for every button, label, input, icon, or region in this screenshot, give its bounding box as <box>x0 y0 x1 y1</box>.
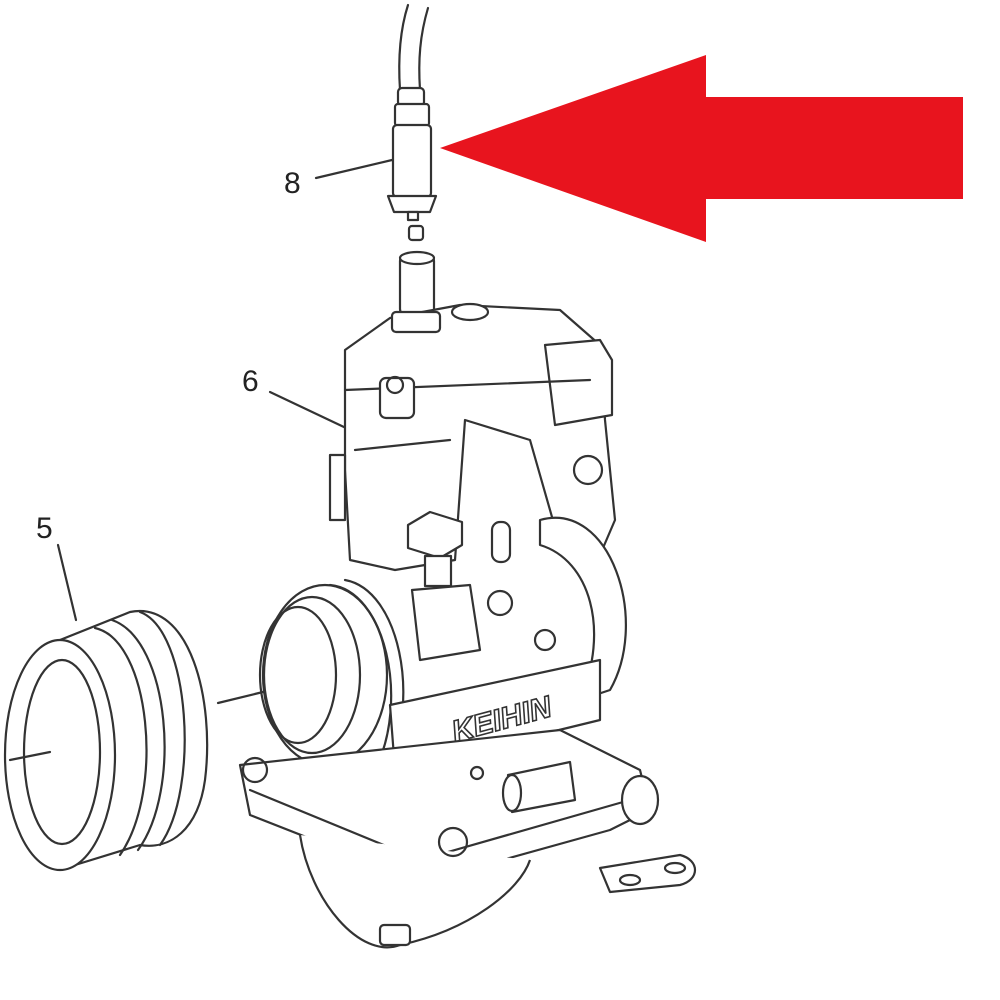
leader-line-5 <box>56 543 78 622</box>
leader-line-6 <box>268 390 348 430</box>
part-5-intake-rubber <box>3 609 209 872</box>
part-8-cable-adjuster <box>386 86 438 242</box>
callout-6: 6 <box>242 365 259 398</box>
throttle-cable <box>398 3 430 92</box>
callout-5: 5 <box>36 512 53 545</box>
callout-8: 8 <box>284 167 301 200</box>
part-6-carburetor-body: KEIHIN <box>238 250 697 949</box>
leader-line-8 <box>314 158 394 180</box>
red-arrow-pointer <box>440 55 963 242</box>
